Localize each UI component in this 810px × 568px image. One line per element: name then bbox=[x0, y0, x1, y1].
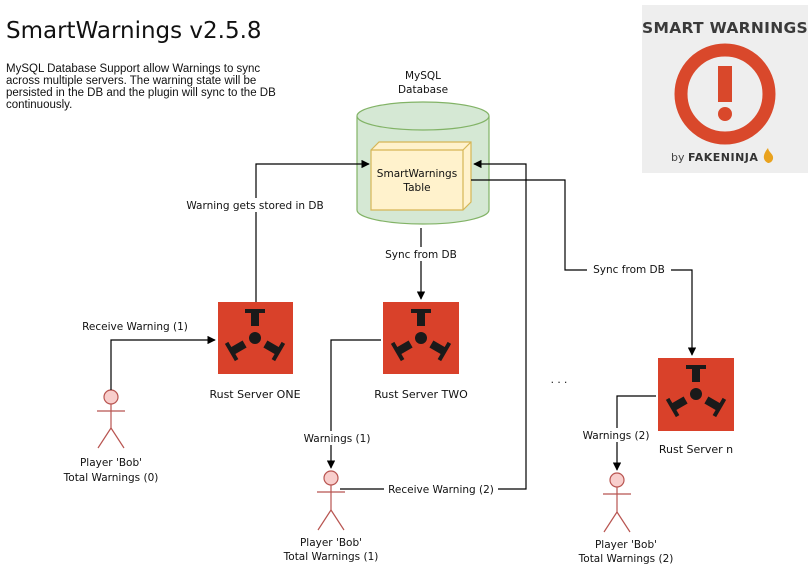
more-servers-ellipsis: . . . bbox=[551, 374, 568, 386]
svg-text:Table: Table bbox=[402, 182, 430, 194]
svg-text:Rust Server n: Rust Server n bbox=[659, 443, 733, 456]
edge-label-sync-two: Sync from DB bbox=[385, 249, 457, 261]
warning-circle-icon bbox=[674, 43, 776, 145]
smartwarnings-table: SmartWarnings Table bbox=[370, 141, 472, 211]
svg-text:Rust Server TWO: Rust Server TWO bbox=[374, 388, 468, 401]
description-line-2: across multiple servers. The warning sta… bbox=[6, 75, 256, 87]
edge-label-receive-one: Receive Warning (1) bbox=[82, 321, 188, 333]
exclamation-icon bbox=[718, 66, 732, 102]
smart-warnings-logo: SMART WARNINGS by FAKENINJA bbox=[642, 5, 808, 173]
edge-receive-warning-one bbox=[110, 335, 216, 390]
rust-server-n: Rust Server n bbox=[658, 358, 734, 456]
edge-warnings-to-player-one bbox=[326, 339, 381, 469]
description-line-3: persisted in the DB and the plugin will … bbox=[6, 87, 276, 99]
player-bob-0: Player 'Bob' Total Warnings (0) bbox=[63, 389, 159, 484]
rust-server-one: Rust Server ONE bbox=[209, 302, 301, 401]
svg-text:SMART WARNINGS: SMART WARNINGS bbox=[642, 19, 808, 37]
edge-store-to-db bbox=[255, 159, 370, 302]
edge-sync-to-server-n bbox=[471, 179, 697, 356]
svg-text:Rust Server ONE: Rust Server ONE bbox=[209, 388, 300, 401]
edge-label-warnings-two: Warnings (2) bbox=[583, 430, 650, 442]
svg-text:MySQL: MySQL bbox=[405, 70, 441, 82]
edge-label-stored: Warning gets stored in DB bbox=[186, 200, 323, 212]
player-bob-1: Player 'Bob' Total Warnings (1) bbox=[283, 470, 379, 563]
svg-text:Player 'Bob': Player 'Bob' bbox=[80, 457, 142, 469]
svg-text:SmartWarnings: SmartWarnings bbox=[377, 168, 457, 180]
svg-text:Database: Database bbox=[398, 84, 448, 96]
description-line-1: MySQL Database Support allow Warnings to… bbox=[6, 63, 260, 75]
page-title: SmartWarnings v2.5.8 bbox=[6, 18, 262, 44]
description-line-4: continuously. bbox=[6, 99, 72, 111]
svg-text:by: by bbox=[671, 151, 685, 164]
svg-text:FAKENINJA: FAKENINJA bbox=[688, 151, 758, 164]
edge-label-receive-two: Receive Warning (2) bbox=[388, 484, 494, 496]
flame-icon bbox=[763, 148, 774, 163]
svg-text:Total Warnings (2): Total Warnings (2) bbox=[578, 553, 674, 565]
edge-label-sync-n: Sync from DB bbox=[593, 264, 665, 276]
rust-server-two: Rust Server TWO bbox=[374, 302, 468, 401]
edge-label-warnings-one: Warnings (1) bbox=[304, 433, 371, 445]
edge-warnings-to-player-two bbox=[612, 395, 656, 471]
player-bob-2: Player 'Bob' Total Warnings (2) bbox=[578, 472, 674, 565]
svg-text:Total Warnings (0): Total Warnings (0) bbox=[63, 472, 159, 484]
svg-text:Total Warnings (1): Total Warnings (1) bbox=[283, 551, 379, 563]
svg-text:Player 'Bob': Player 'Bob' bbox=[300, 537, 362, 549]
svg-text:Player 'Bob': Player 'Bob' bbox=[595, 539, 657, 551]
